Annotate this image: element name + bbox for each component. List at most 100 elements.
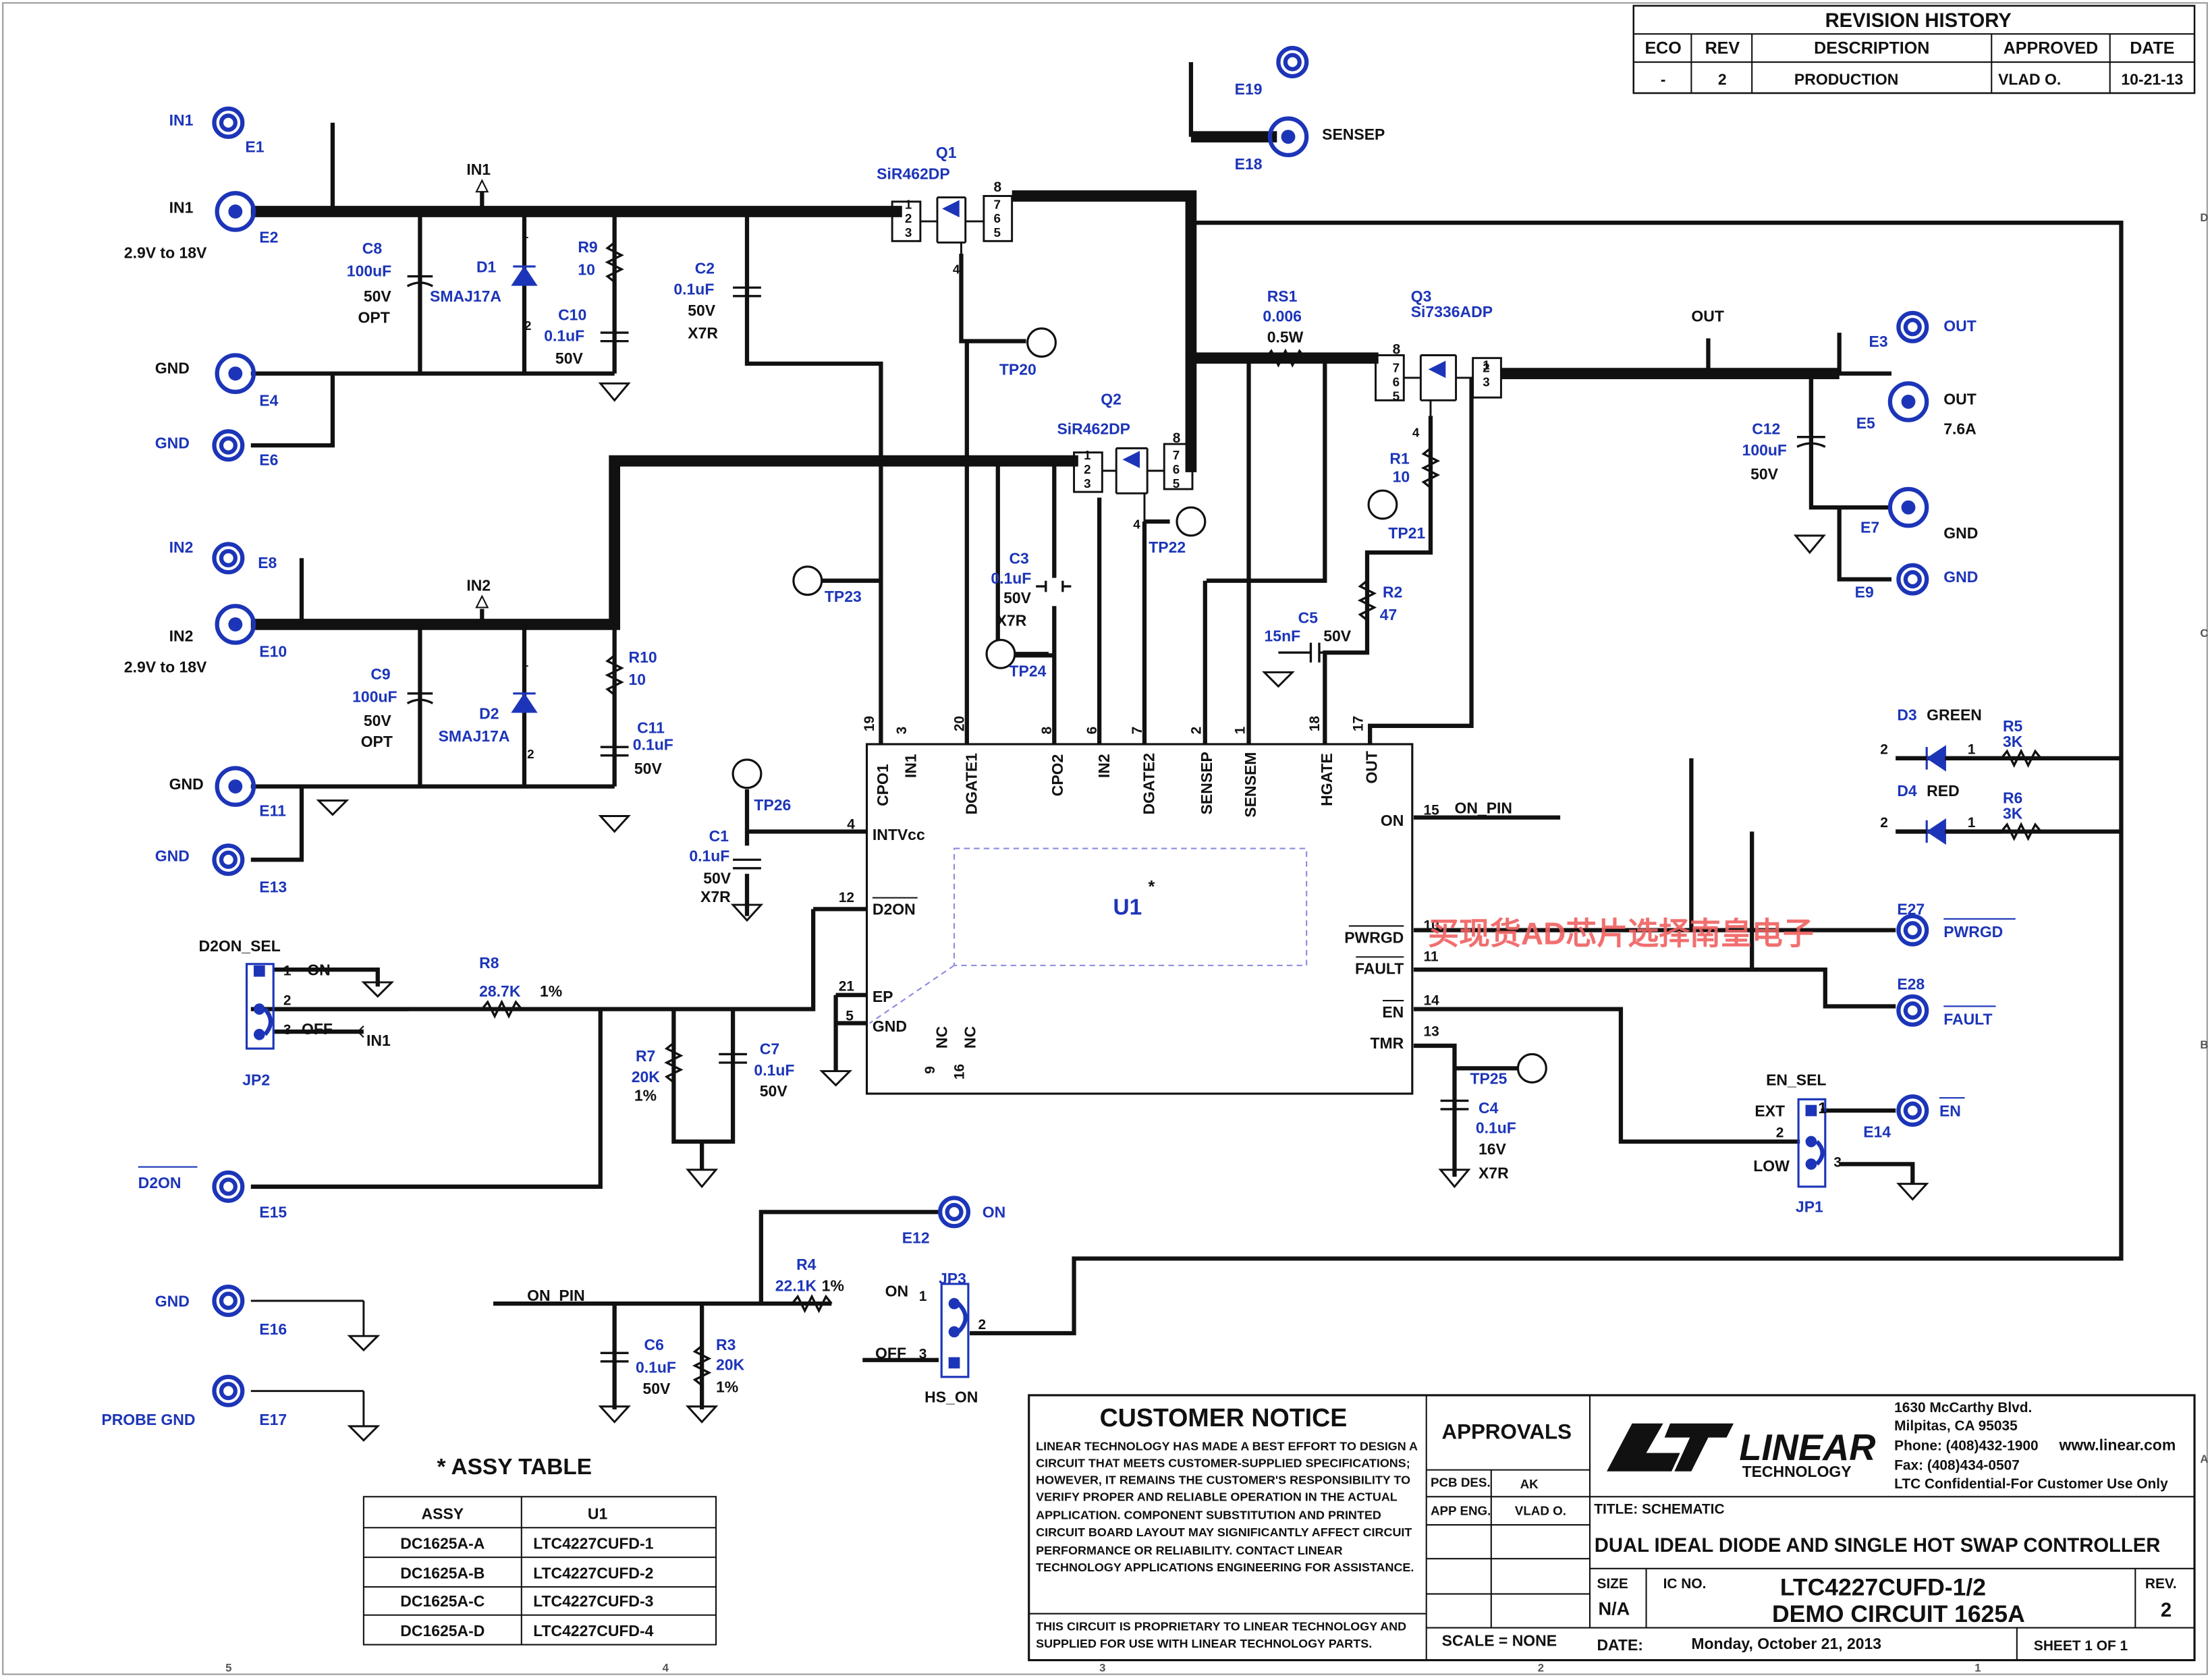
c1-dielectric: X7R [700, 888, 731, 905]
c4 [1440, 1099, 1469, 1111]
pinnum-3: 3 [894, 727, 910, 735]
r8-tol: 1% [540, 982, 562, 1000]
r8-value: 28.7K [479, 982, 521, 1000]
wires [250, 62, 2124, 1409]
terminal-e28 [1896, 994, 1929, 1027]
d3-ref: D3 [1897, 706, 1916, 723]
u1-ic: U1 * [865, 743, 1414, 1095]
c8-voltage: 50V [364, 287, 392, 305]
pinnum-12: 12 [839, 890, 854, 905]
net-in2: IN2 [466, 576, 491, 594]
c11-value: 0.1uF [633, 735, 673, 753]
r10 [605, 654, 624, 696]
pin-dgate2: DGATE2 [1140, 753, 1158, 814]
r4-ref: R4 [796, 1256, 817, 1273]
size-label: SIZE [1597, 1576, 1628, 1592]
tp23-label: TP23 [825, 588, 862, 605]
r7-tol: 1% [634, 1086, 657, 1104]
r5 [2000, 748, 2042, 768]
pin-d2on: D2ON [873, 901, 916, 918]
assy-row-4-assy: DC1625A-D [400, 1622, 485, 1640]
rev-col-rev: REV [1705, 39, 1740, 58]
pin-in2: IN2 [1095, 754, 1113, 778]
q3-mosfet [1375, 354, 1502, 416]
company-website: www.linear.com [2059, 1436, 2176, 1453]
c11-ref: C11 [637, 719, 665, 736]
net-in1: IN1 [466, 161, 491, 178]
terminal-e17 [212, 1374, 245, 1407]
rev-row-rev: 2 [1718, 70, 1727, 88]
d3 [1925, 745, 1946, 772]
label-out-current: 7.6A [1943, 420, 1977, 437]
pinnum-14: 14 [1424, 992, 1440, 1008]
r1-value: 10 [1393, 468, 1410, 485]
pinnum-16: 16 [952, 1064, 968, 1080]
drawing-title: DUAL IDEAL DIODE AND SINGLE HOT SWAP CON… [1595, 1535, 2161, 1557]
assy-col-assy: ASSY [422, 1505, 464, 1523]
label-out-e3: OUT [1943, 317, 1976, 335]
pin-fault: FAULT [1355, 959, 1404, 977]
c1 [733, 858, 761, 870]
rev-col-date: DATE [2130, 39, 2174, 58]
svg-text:5: 5 [1173, 476, 1180, 491]
q3-ref: Q3 [1411, 287, 1432, 305]
terminal-e15 [212, 1170, 245, 1203]
r8-ref: R8 [479, 954, 499, 972]
c7 [719, 1053, 747, 1064]
label-in1-small: IN1 [169, 111, 194, 129]
pin-dgate1: DGATE1 [962, 753, 980, 815]
label-e16: E16 [259, 1320, 287, 1338]
rev-col-description: DESCRIPTION [1814, 39, 1929, 58]
svg-text:3: 3 [905, 225, 912, 240]
pinnum-13: 13 [1424, 1024, 1439, 1039]
c10-voltage: 50V [555, 349, 584, 367]
label-in2: IN2 [169, 627, 194, 645]
r8 [481, 999, 523, 1019]
svg-text:5: 5 [993, 225, 1000, 240]
r3 [692, 1345, 712, 1387]
c4-voltage: 16V [1479, 1140, 1507, 1158]
svg-text:D: D [2200, 211, 2208, 224]
r2 [1357, 580, 1377, 621]
jp2-ref: JP2 [242, 1071, 270, 1088]
r7-ref: R7 [636, 1047, 655, 1065]
pin-nc-16: NC [961, 1026, 978, 1048]
label-e19: E19 [1235, 80, 1263, 98]
label-e1: E1 [245, 138, 264, 156]
rs1 [1265, 348, 1306, 368]
ground-symbols [250, 382, 1929, 1442]
terminal-e16 [212, 1284, 245, 1318]
tp24-label: TP24 [1009, 663, 1046, 680]
terminal-e10 [215, 604, 256, 645]
customer-notice-line-8: TECHNOLOGY APPLICATIONS ENGINEERING FOR … [1036, 1561, 1414, 1574]
company-address-2: Milpitas, CA 95035 [1894, 1418, 2018, 1434]
label-e28: E28 [1897, 975, 1925, 992]
assy-table: * ASSY TABLE ASSY U1 DC1625A-A LTC4227CU… [362, 1455, 717, 1646]
r6 [2000, 822, 2042, 841]
svg-text:2: 2 [905, 211, 912, 225]
svg-text:1: 1 [1974, 1661, 1981, 1674]
terminal-e27 [1896, 914, 1929, 947]
svg-text:A: A [2200, 1453, 2208, 1465]
jp1-pin1: 1 [1818, 1099, 1827, 1117]
r6-value: 3K [2003, 805, 2023, 822]
svg-text:3: 3 [1084, 476, 1090, 491]
rs1-ref: RS1 [1267, 287, 1298, 305]
terminal-e1 [212, 106, 245, 139]
svg-text:4: 4 [663, 1661, 669, 1674]
c3-shape [1036, 580, 1072, 592]
r10-ref: R10 [629, 648, 657, 666]
c8-ref: C8 [362, 240, 383, 257]
tp21 [1367, 489, 1398, 520]
revision-history-title: REVISION HISTORY [1825, 10, 2012, 32]
proprietary-line-1: THIS CIRCUIT IS PROPRIETARY TO LINEAR TE… [1036, 1620, 1406, 1633]
c6 [600, 1351, 629, 1363]
c3-dielectric: X7R [997, 612, 1027, 629]
pin-cpo2: CPO2 [1049, 754, 1066, 797]
pin-nc-9: NC [933, 1026, 951, 1048]
d4-color: RED [1927, 782, 1960, 800]
label-en: EN [1939, 1102, 1961, 1119]
label-fault: FAULT [1943, 1011, 1992, 1028]
